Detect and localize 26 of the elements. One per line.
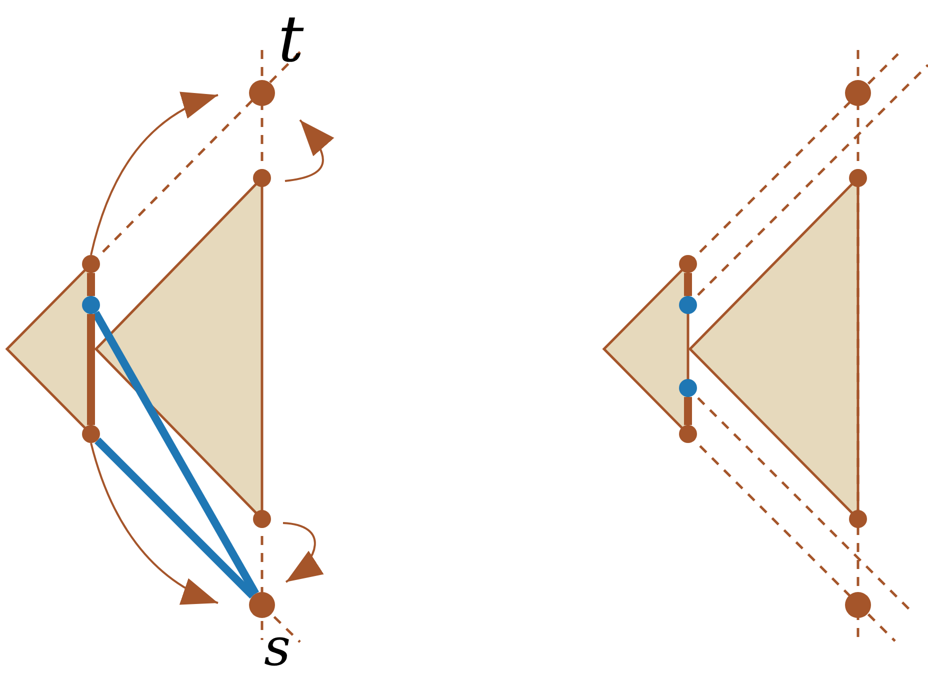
event-dot: [849, 169, 867, 187]
curved-arrow: [90, 94, 218, 256]
interval-bar: [87, 314, 95, 425]
event-dot: [249, 592, 275, 618]
event-dot: [253, 169, 271, 187]
event-dot: [679, 379, 697, 397]
interval-bar: [684, 397, 692, 425]
event-dot: [82, 255, 100, 273]
event-dot: [845, 80, 871, 106]
curved-arrow: [284, 119, 334, 182]
event-dot: [249, 80, 275, 106]
curved-arrow: [282, 522, 324, 583]
straight-line: [92, 310, 260, 596]
event-dot: [679, 296, 697, 314]
event-dot: [253, 510, 271, 528]
event-dot: [849, 510, 867, 528]
event-dot: [82, 425, 100, 443]
interval-bar: [87, 273, 95, 296]
axis-label: t: [278, 8, 304, 72]
event-dot: [845, 592, 871, 618]
event-dot: [679, 255, 697, 273]
straight-line: [94, 438, 256, 599]
event-dot: [679, 425, 697, 443]
interval-bar: [684, 273, 692, 296]
curved-arrow: [90, 442, 218, 604]
axis-label: s: [264, 622, 291, 674]
